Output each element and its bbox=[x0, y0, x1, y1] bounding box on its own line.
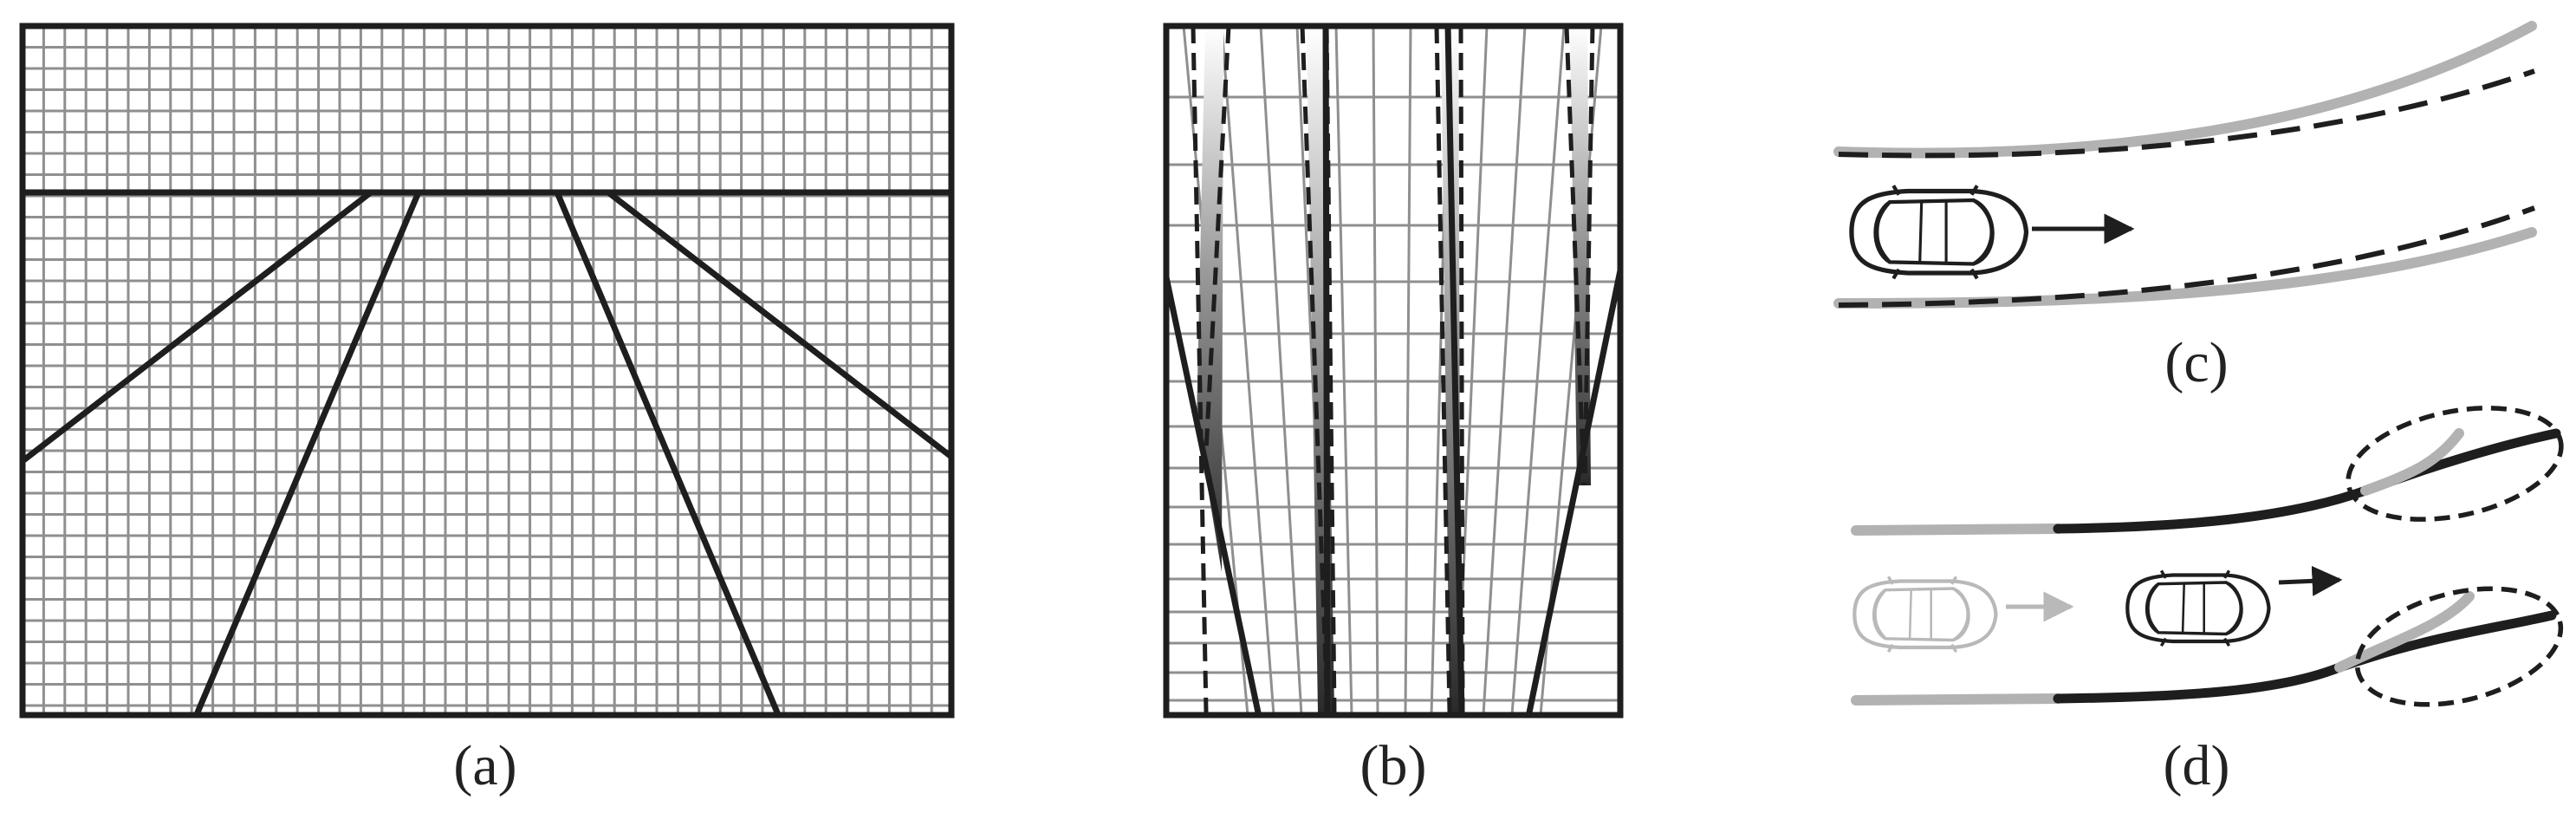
arrow-right-icon bbox=[2278, 565, 2343, 596]
lane-line-right-inner bbox=[554, 189, 781, 716]
grid-b-vertical bbox=[1220, 25, 1275, 716]
lane-line-right-outer bbox=[605, 189, 955, 460]
panel-d-curve-prediction: (d) bbox=[1851, 406, 2564, 797]
caption-b: (b) bbox=[1360, 734, 1427, 797]
caption-a: (a) bbox=[453, 734, 516, 797]
caption-c: (c) bbox=[2164, 331, 2228, 394]
panel-b-birds-eye-view: (b) bbox=[1163, 23, 1624, 797]
grid-b-vertical bbox=[1404, 25, 1412, 716]
grid-b bbox=[1166, 25, 1620, 716]
road-boundary-lower-dashed bbox=[1838, 205, 2536, 308]
car-current-position-icon bbox=[2127, 570, 2268, 646]
road-boundary-upper-gray bbox=[1833, 21, 2537, 159]
panel-a-frame bbox=[19, 23, 955, 719]
grid-b-vertical bbox=[1482, 25, 1527, 716]
past-boundary-upper-gray bbox=[1851, 524, 2063, 536]
shade-wedge-1 bbox=[1197, 26, 1223, 572]
road-boundary-upper-dashed bbox=[1838, 68, 2535, 159]
car-top-view-icon bbox=[1852, 185, 2027, 278]
lane-line-left-inner bbox=[194, 189, 422, 716]
car-previous-position-icon bbox=[1854, 576, 1995, 652]
grid-b-vertical bbox=[1372, 25, 1379, 716]
grid-a bbox=[23, 26, 951, 715]
predicted-boundary-lower bbox=[2053, 610, 2557, 704]
predicted-boundary-upper bbox=[2053, 428, 2561, 534]
deviation-highlight-lower bbox=[2354, 586, 2564, 707]
grid-b-vertical bbox=[1259, 25, 1303, 716]
grid-b-vertical bbox=[1510, 25, 1566, 716]
shade-wedge-4 bbox=[1570, 26, 1591, 485]
grid-b-vertical bbox=[1334, 25, 1353, 716]
actual-boundary-upper-gray bbox=[2360, 428, 2464, 496]
deviation-highlight-upper bbox=[2346, 406, 2564, 522]
panel-b-frame bbox=[1163, 23, 1624, 719]
panel-a-perspective-grid: (a) bbox=[19, 23, 955, 797]
panel-c-curved-road-tracking: (c) bbox=[1833, 21, 2537, 394]
past-boundary-lower-gray bbox=[1851, 693, 2063, 706]
caption-d: (d) bbox=[2164, 734, 2230, 797]
dashed-lane-estimates bbox=[1191, 25, 1595, 713]
solid-lane-lines bbox=[1163, 23, 1624, 716]
lane-line-left-outer bbox=[19, 189, 374, 465]
